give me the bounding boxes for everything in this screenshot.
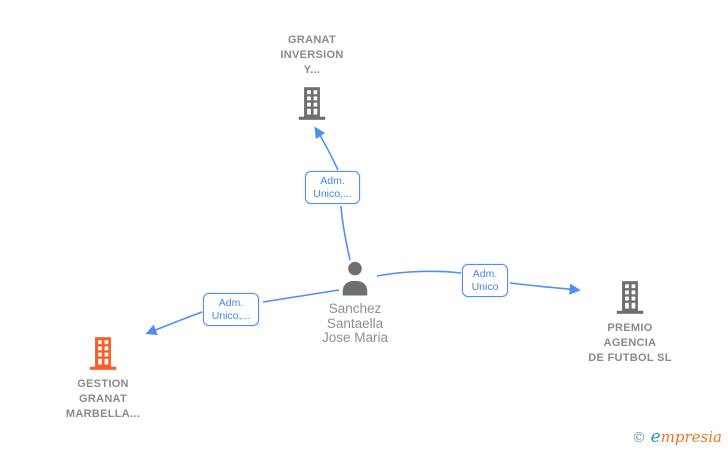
- company-name-line: GRANAT: [78, 393, 128, 405]
- node-company-gestion-granat[interactable]: GESTION GRANAT MARBELLA...: [35, 336, 171, 422]
- edge-person-to-premio-left: [376, 270, 462, 277]
- edge-label-adm-unico-granat[interactable]: Adm. Unico,...: [305, 171, 360, 204]
- edge-label-line: Unico,...: [313, 187, 352, 200]
- company-name-line: INVERSION: [280, 49, 344, 61]
- node-company-granat-inversion[interactable]: GRANAT INVERSION Y...: [242, 33, 382, 121]
- brand-initial: e: [650, 427, 661, 447]
- company-name-line: DE FUTBOL SL: [588, 352, 672, 364]
- building-icon: [298, 87, 326, 120]
- edge-label-adm-unico-premio[interactable]: Adm. Unico: [462, 264, 508, 297]
- company-name-line: GRANAT: [287, 34, 337, 46]
- person-name-line: Sanchez: [328, 301, 382, 316]
- empresia-logo[interactable]: © empresia: [632, 427, 722, 447]
- node-person-sanchez-santaella[interactable]: Sanchez Santaella Jose Maria: [290, 261, 420, 346]
- edge-label-line: Unico,...: [211, 309, 251, 322]
- company-name-line: GESTION: [77, 378, 129, 390]
- building-icon: [616, 281, 644, 314]
- edge-person-to-gestion-arrow: [145, 311, 203, 336]
- edge-label-line: Adm.: [218, 296, 244, 309]
- copyright-symbol: ©: [631, 430, 646, 446]
- edge-person-to-premio-arrow: [509, 282, 581, 295]
- edge-label-line: Unico: [471, 280, 499, 293]
- company-name-line: AGENCIA: [603, 337, 657, 349]
- company-name-line: MARBELLA...: [65, 408, 141, 420]
- company-name-line: PREMIO: [607, 322, 653, 334]
- node-company-premio-agencia[interactable]: PREMIO AGENCIA DE FUTBOL SL: [557, 280, 703, 366]
- edge-person-to-gestion-upper: [262, 289, 340, 303]
- edge-label-line: Adm.: [320, 174, 345, 187]
- person-name-line: Santaella: [326, 315, 384, 331]
- edge-label-adm-unico-gestion[interactable]: Adm. Unico,...: [203, 293, 259, 326]
- company-name-line: Y...: [303, 64, 321, 76]
- edge-person-to-granat-arrow: [314, 126, 339, 171]
- building-icon-highlighted: [89, 337, 117, 370]
- brand-name: mpresia: [660, 428, 722, 446]
- person-name-line: Jose Maria: [321, 330, 389, 345]
- edge-label-line: Adm.: [472, 267, 498, 280]
- edge-person-to-granat-lower: [340, 205, 351, 261]
- person-icon: [342, 261, 368, 296]
